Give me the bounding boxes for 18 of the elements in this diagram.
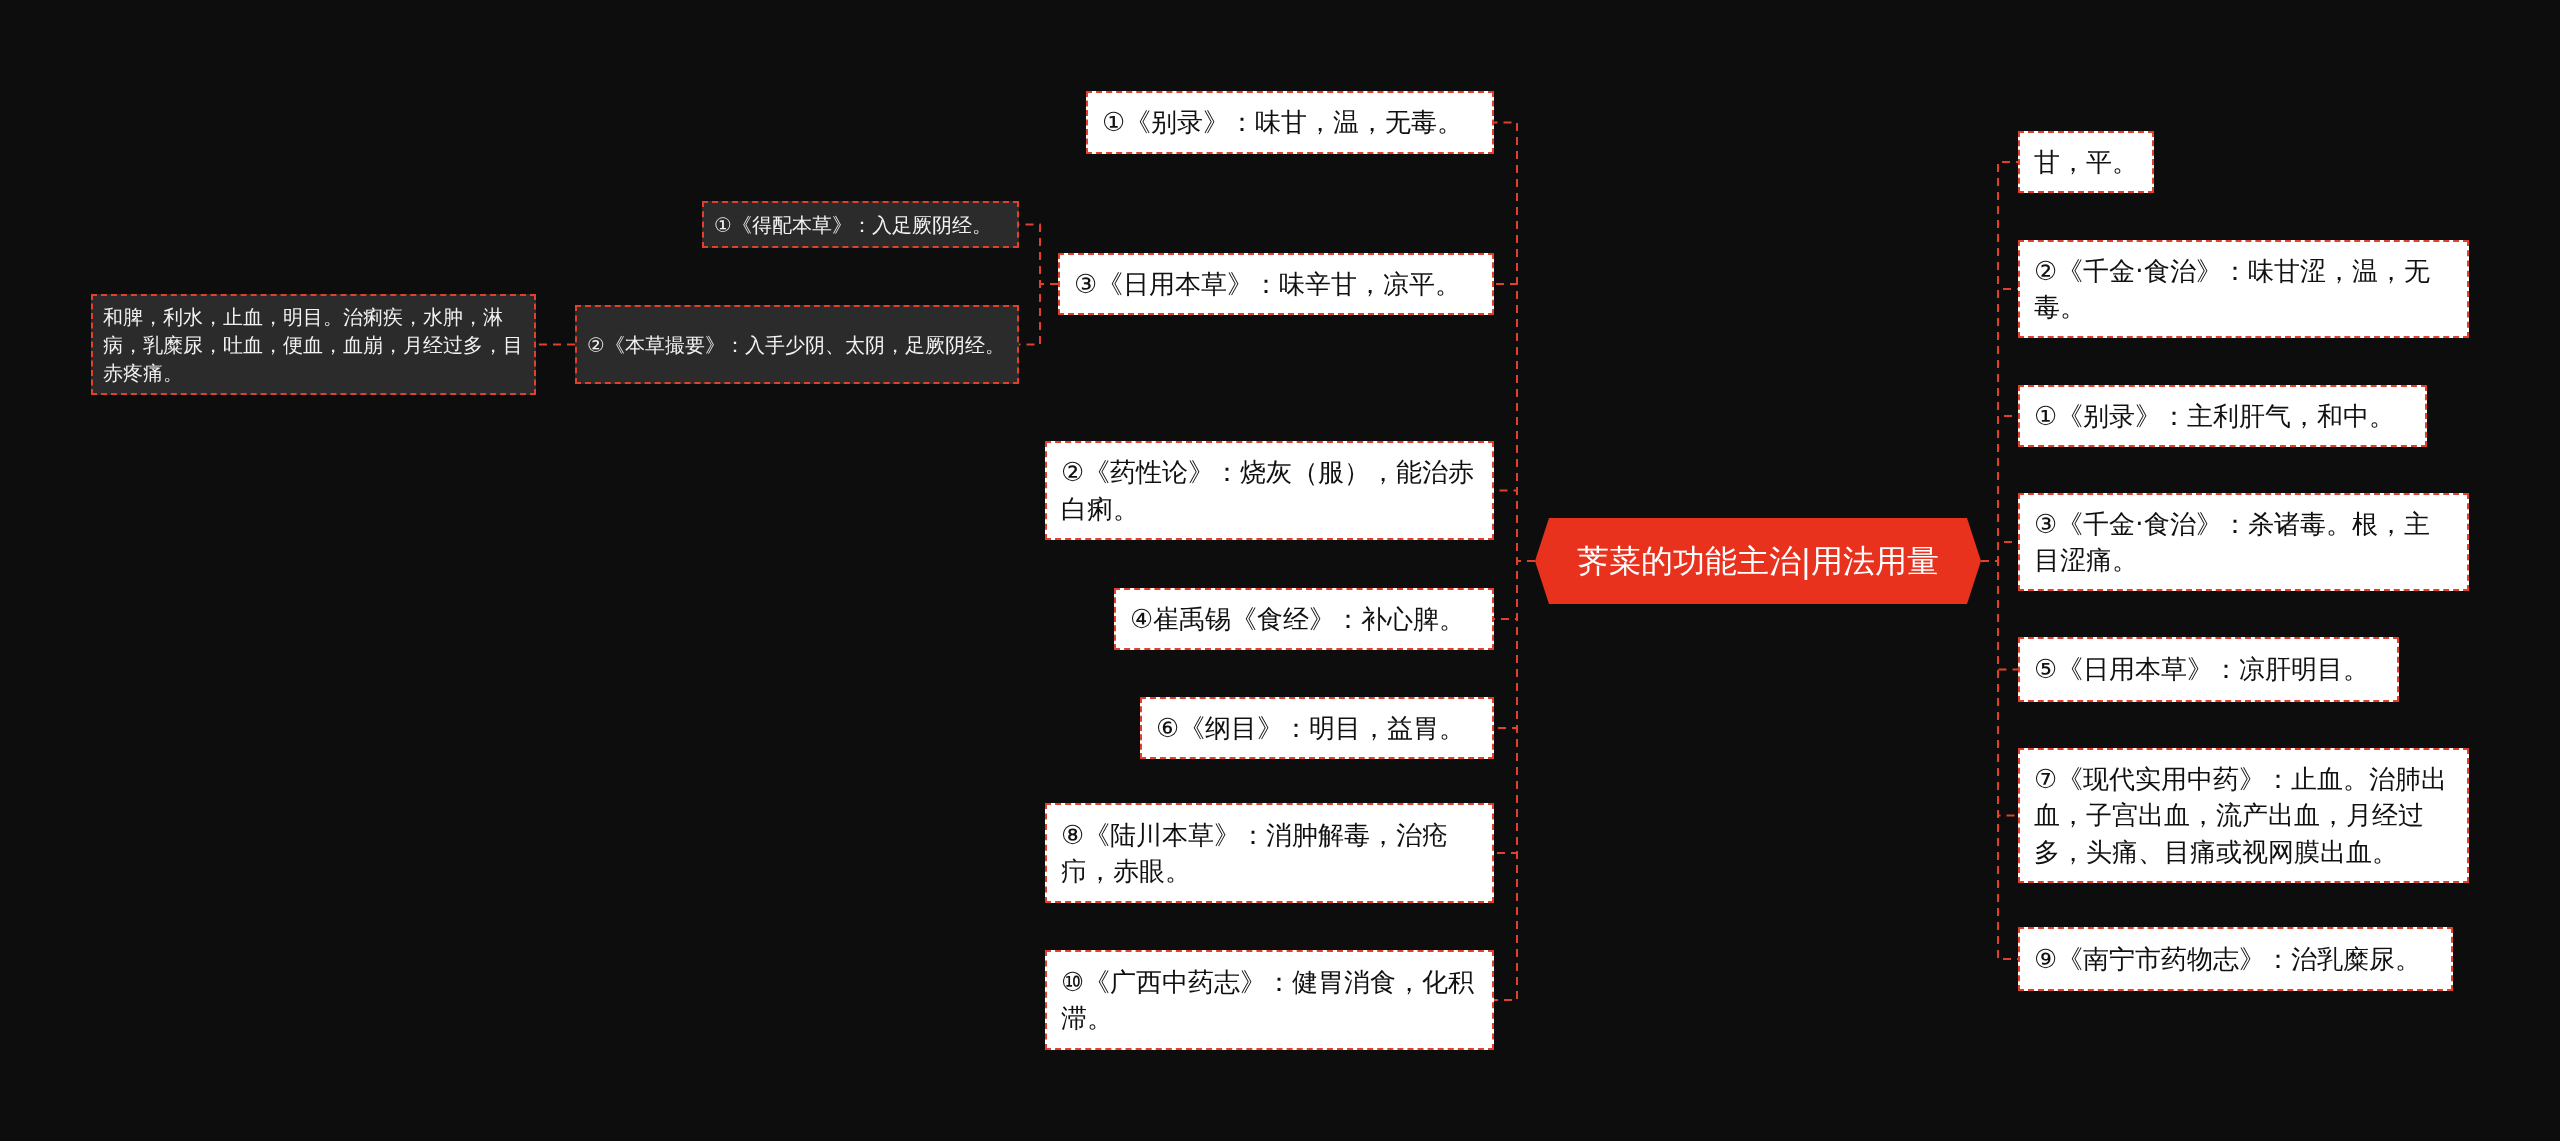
topic-box: ②《千金·食治》：味甘涩，温，无毒。 (2018, 240, 2469, 338)
subtopic-box: 和脾，利水，止血，明目。治痢疾，水肿，淋病，乳糜尿，吐血，便血，血崩，月经过多，目赤疼痛。 (91, 294, 536, 395)
topic-box: ③《千金·食治》：杀诸毒。根，主目涩痛。 (2018, 493, 2469, 591)
topic-box: ⑦《现代实用中药》：止血。治肺出血，子宫出血，流产出血，月经过多，头痛、目痛或视网膜出血。 (2018, 748, 2469, 883)
subtopic-box: ②《本草撮要》：入手少阴、太阴，足厥阴经。 (575, 305, 1019, 384)
topic-box: ③《日用本草》：味辛甘，凉平。 (1058, 253, 1494, 315)
subtopic-box: ①《得配本草》：入足厥阴经。 (702, 201, 1019, 248)
topic-box: ⑤《日用本草》：凉肝明目。 (2018, 637, 2399, 702)
topic-box: ⑩《广西中药志》：健胃消食，化积滞。 (1045, 950, 1494, 1050)
topic-box: ①《别录》：味甘，温，无毒。 (1086, 91, 1494, 154)
topic-box: 甘，平。 (2018, 131, 2154, 193)
topic-box: ⑧《陆川本草》：消肿解毒，治疮疖，赤眼。 (1045, 803, 1494, 903)
topic-box: ⑥《纲目》：明目，益胃。 (1140, 697, 1494, 759)
topic-box: ⑨《南宁市药物志》：治乳糜尿。 (2018, 927, 2453, 991)
topic-box: ④崔禹锡《食经》：补心脾。 (1114, 588, 1494, 650)
topic-box: ②《药性论》：烧灰（服），能治赤白痢。 (1045, 441, 1494, 540)
central-topic-hexagon: 荠菜的功能主治|用法用量 (1535, 518, 1981, 604)
topic-box: ①《别录》：主利肝气，和中。 (2018, 385, 2427, 447)
